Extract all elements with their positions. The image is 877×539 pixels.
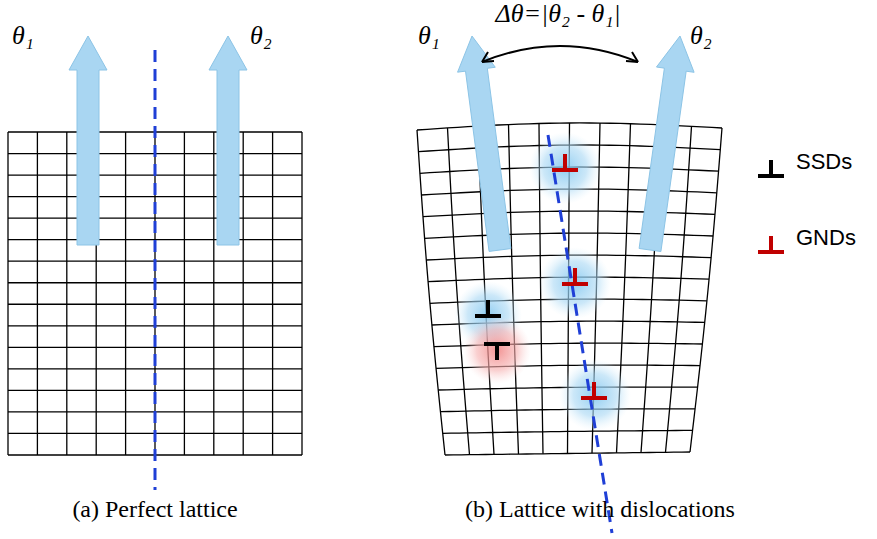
slip-plane [154,50,157,490]
angle-label: θ₁ [12,22,34,51]
orientation-arrow [639,36,694,252]
misorientation-formula: Δθ=|θ₂ - θ₁| [495,0,620,29]
perfect-lattice [8,132,302,455]
arc-head [626,52,638,62]
panel-caption: (a) Perfect lattice [72,496,237,522]
orientation-arrow [209,36,247,245]
orientation-arrow [458,36,511,251]
angle-label: θ₂ [690,22,712,51]
panel-caption: (b) Lattice with dislocations [465,496,735,522]
orientation-arrows [69,36,694,252]
angle-arc [482,46,638,62]
angle-label: θ₁ [418,22,440,51]
dislocation-symbols [475,154,784,398]
orientation-arrow [69,36,107,245]
legend-text: GNDs [796,226,856,250]
arc-head [482,52,494,62]
distorted-lattice [417,123,722,455]
angle-label: θ₂ [250,22,272,51]
legend-text: SSDs [796,150,852,174]
slip-plane [548,135,612,533]
